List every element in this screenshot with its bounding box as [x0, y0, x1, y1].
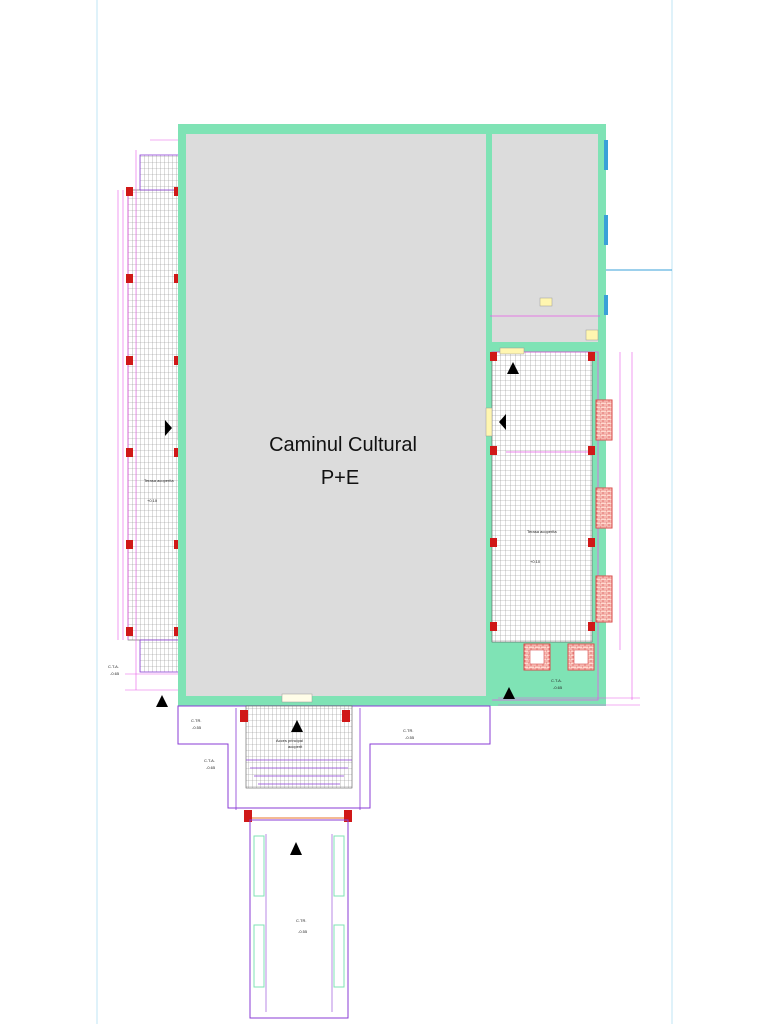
level-cta-mid-value: -0.65: [206, 765, 216, 770]
entrance-label: Acces principal: [276, 738, 303, 743]
level-ctr-right-name: C.TR.: [403, 728, 413, 733]
level-cta-left-value: -0.65: [110, 671, 120, 676]
north-arrow-icon: [503, 687, 515, 699]
level-cta-right-name: C.T.A.: [551, 678, 562, 683]
building-title: Caminul Cultural: [269, 434, 417, 456]
column-markers-right: [490, 352, 595, 631]
main-entrance: Acces principal acoperit: [177, 705, 491, 822]
level-ctr-mid-name: C.TR.: [191, 718, 201, 723]
north-arrow-icon: [290, 842, 302, 855]
access-ramp: [249, 819, 349, 1019]
direction-markers: [156, 362, 519, 855]
level-ctr-bottom-name: C.TR.: [296, 918, 306, 923]
level-annotations: C.T.A. -0.65 C.TR. -0.55 C.T.A. -0.65 C.…: [108, 664, 563, 934]
right-terrace-label: Terasa acoperita: [527, 529, 557, 534]
entrance-sublabel: acoperit: [288, 744, 303, 749]
level-cta-right-value: -0.65: [553, 685, 563, 690]
left-terrace: Terasa acoperita +0.10: [117, 139, 185, 691]
section-marker-icon: [165, 420, 172, 436]
level-ctr-bottom-value: -0.55: [298, 929, 308, 934]
right-terrace-level: +0.10: [530, 559, 541, 564]
section-marker-icon: [499, 414, 506, 430]
level-ctr-right-value: -0.55: [405, 735, 415, 740]
level-cta-mid-name: C.T.A.: [204, 758, 215, 763]
right-terrace: Terasa acoperita +0.10: [485, 347, 640, 706]
north-arrow-icon: [291, 720, 303, 732]
left-terrace-label: Terasa acoperita: [144, 478, 174, 483]
level-ctr-mid-value: -0.55: [192, 725, 202, 730]
column-markers-left: [126, 187, 181, 636]
left-terrace-level: +0.10: [147, 498, 158, 503]
north-arrow-icon: [156, 695, 168, 707]
building-subtitle: P+E: [321, 467, 359, 489]
level-cta-left-name: C.T.A.: [108, 664, 119, 669]
page-guides: [96, 0, 673, 1024]
north-arrow-icon: [507, 362, 519, 374]
